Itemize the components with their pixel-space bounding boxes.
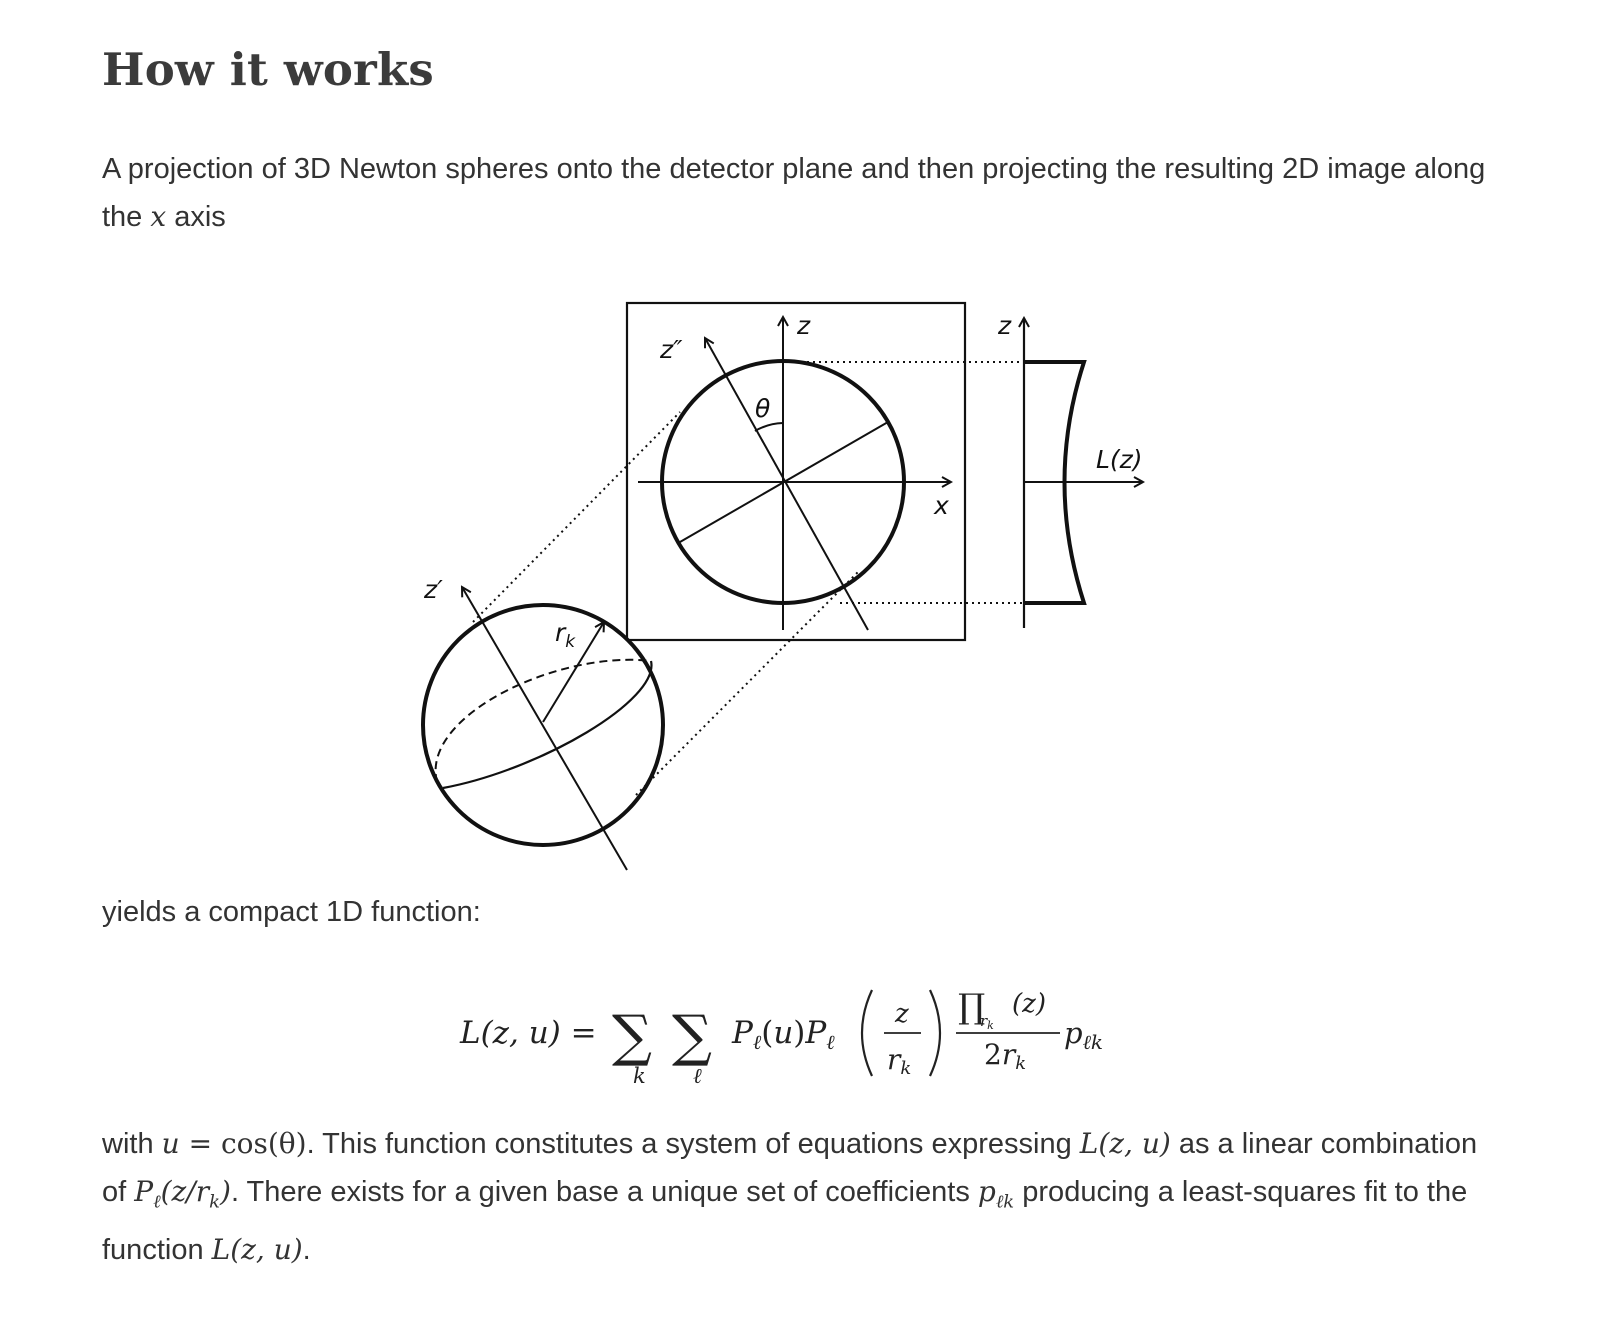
pi-numerator: (z): [1012, 989, 1046, 1019]
legendre-p1: P: [731, 1015, 754, 1051]
math-P-sub: ℓ: [153, 1191, 161, 1213]
pi-den-two: 2: [984, 1038, 1002, 1071]
label-rk-sub: k: [565, 632, 576, 652]
legendre-term: Pℓ(u)Pℓ: [731, 1015, 835, 1054]
conclusion-paragraph: with u = cos(θ). This function constitut…: [102, 1120, 1502, 1274]
section-heading: How it works: [102, 43, 434, 96]
legendre-p2-sub: ℓ: [826, 1030, 835, 1054]
label-theta: θ: [755, 394, 770, 423]
label-x: x: [933, 491, 949, 520]
frac-denominator: rk: [887, 1043, 911, 1079]
label-z-double-prime: z″: [659, 335, 683, 364]
pi-sub: rk: [980, 1012, 994, 1032]
coefficient: pℓk: [1064, 1016, 1103, 1054]
label-Lz: L(z): [1096, 445, 1143, 474]
paren-left: [860, 989, 873, 1077]
math-plk: pℓk: [977, 1175, 1014, 1213]
math-Lzu: L(z, u): [1079, 1127, 1171, 1160]
math-P-letter: P: [134, 1175, 154, 1208]
math-Lzu-2: L(z, u): [211, 1232, 303, 1266]
sum-index-k: k: [633, 1064, 646, 1088]
legendre-p1-close: ): [793, 1015, 805, 1051]
p3-text-2: . This function constitutes a system of …: [306, 1128, 1080, 1160]
label-z-right: z: [997, 311, 1012, 340]
theta-arc: [754, 422, 784, 432]
detector-plane: [625, 301, 967, 642]
equation-lhs: L(z, u) =: [459, 1015, 597, 1051]
pi-denominator: 2rk: [984, 1038, 1026, 1074]
intro-paragraph: A projection of 3D Newton spheres onto t…: [102, 146, 1502, 241]
label-rk-main: r: [555, 618, 567, 647]
projection-diagram: z z″ θ x z L(z) z′ rk: [421, 301, 1600, 871]
legendre-p1-arg: (: [761, 1015, 773, 1051]
p3-text-1: with: [102, 1128, 162, 1160]
pi-den-sub: k: [1015, 1053, 1026, 1074]
label-rk: rk: [555, 618, 576, 652]
label-z: z: [796, 311, 811, 340]
profile-curve: [1024, 360, 1087, 605]
projection-lines: [472, 361, 1024, 796]
radius-rk: [542, 622, 604, 723]
p3-text-5: producing a least-squares fit to the fun…: [102, 1176, 1468, 1266]
frac-den-r: r: [887, 1043, 902, 1076]
intro-text-end: axis: [166, 201, 226, 233]
p3-text-6: .: [302, 1233, 311, 1266]
z-prime-axis: [462, 587, 628, 871]
paren-right: [929, 989, 942, 1077]
sphere-equator-front: [442, 660, 653, 790]
math-P-arg: (z/r: [160, 1175, 210, 1208]
legendre-p1-sub: ℓ: [753, 1030, 762, 1054]
math-P: Pℓ(z/rk): [134, 1175, 231, 1213]
pi-den-r: r: [1002, 1038, 1017, 1071]
math-x: x: [150, 200, 167, 233]
legendre-u: u: [773, 1015, 793, 1051]
intro-text: A projection of 3D Newton spheres onto t…: [102, 153, 1486, 233]
label-z-prime: z′: [423, 575, 443, 604]
math-P-close: ): [220, 1175, 231, 1208]
p3-text-3: as a linear combination of: [102, 1128, 1478, 1208]
newton-sphere: [421, 603, 665, 847]
math-p-sub: ℓk: [995, 1191, 1015, 1213]
frac-numerator: z: [894, 999, 909, 1029]
legendre-p2: P: [804, 1015, 827, 1051]
pi-symbol: ∏: [958, 987, 985, 1027]
coef-sub: ℓk: [1083, 1030, 1103, 1054]
math-P-arg-sub: k: [209, 1191, 221, 1213]
sum-symbol-l: ∑: [672, 1004, 712, 1069]
yields-paragraph: yields a compact 1D function:: [102, 896, 481, 928]
sum-index-l: ℓ: [693, 1064, 702, 1088]
frac-den-sub: k: [900, 1058, 911, 1079]
math-u: u: [161, 1127, 180, 1160]
sphere-equator-back: [434, 658, 652, 783]
sum-symbol-k: ∑: [612, 1004, 652, 1069]
circle-diameter: [679, 421, 889, 543]
p3-text-4: . There exists for a given base a unique…: [230, 1176, 978, 1208]
z-double-prime-axis: [705, 338, 869, 631]
math-cos: = cos(θ): [179, 1127, 307, 1160]
math-p-letter: p: [977, 1175, 996, 1208]
coef-p: p: [1064, 1016, 1083, 1050]
